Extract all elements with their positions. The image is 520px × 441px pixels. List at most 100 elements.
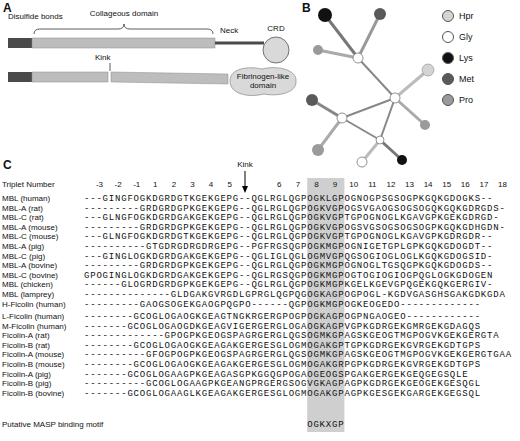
sequence-text: --------GCOGLOGAOGKGEAGAKGERGESGLOGMOGAK… — [84, 360, 481, 370]
sequence-text: --------GCOGLOGAOGKGEAGTNGKRGERGPOGPOGKA… — [84, 312, 481, 322]
neck-line — [215, 42, 264, 45]
backbone-line — [342, 98, 395, 118]
sequence-name: MBL-A (pig) — [2, 242, 44, 252]
triplet-number: -2 — [115, 180, 122, 190]
side-chain — [318, 118, 342, 150]
triplet-number: 7 — [296, 180, 300, 190]
triplet-number: 11 — [368, 180, 376, 190]
crd-circle — [263, 37, 289, 63]
sequence-text: --------GCOGLOGAOGKGEAGAKGERGESGLOGMOGAK… — [84, 341, 481, 351]
triplet-number: 9 — [333, 180, 337, 190]
sequence-text: ----------GTGDRGDRGDRGEPG--PGFRGSQGPOGKM… — [84, 242, 493, 252]
gly-residue — [390, 93, 400, 103]
sequence-text: ----------GCOGLOGAAGPKGEANGPRGERGSOGVGKA… — [84, 379, 481, 389]
collagen-bar — [111, 72, 228, 84]
sequence-name: MBL-C (mouse) — [2, 232, 58, 242]
gly-residue — [353, 53, 363, 63]
axis-label: Triplet Number — [2, 180, 55, 190]
pro-residue — [313, 45, 323, 55]
triplet-number: 1 — [153, 180, 157, 190]
sequence-name: Ficolin-B (rat) — [2, 341, 50, 351]
side-chain — [358, 14, 380, 58]
sequence-text: ---GLNGFOGKDGRDGTKGEKGEPG--QGLRGLQGPOGKV… — [84, 232, 493, 242]
part-label: Collageous domain — [90, 9, 159, 19]
gly-residue — [376, 136, 384, 144]
sequence-text: ---------GAOGSOGEKGAOGPQGPO------QGPOGKM… — [84, 300, 481, 310]
fibrinogen-domain: Fibrinogen-like domain — [226, 64, 300, 98]
pro-residue — [420, 120, 430, 130]
sequence-name: MBL-C (pig) — [2, 252, 45, 262]
lys-residue — [318, 8, 332, 22]
triplet-number: 16 — [461, 180, 470, 190]
sequence-name: MBL (chicken) — [2, 280, 53, 290]
backbone-line — [358, 58, 395, 98]
sequence-text: ---------GRDGRDGPKGEKGEPG--QGLRGLQGPOGKV… — [84, 223, 506, 233]
sequence-name: MBL (human) — [2, 194, 50, 204]
sequence-name: Ficolin-A (mouse) — [2, 350, 64, 360]
legend-swatch — [442, 73, 454, 85]
sequence-name: Ficolin-A (rat) — [2, 331, 50, 341]
legend-text: Lys — [459, 53, 473, 64]
panel-letter: B — [302, 1, 311, 15]
sequence-name: MBL (lamprey) — [2, 290, 54, 300]
sequence-text: ------GLOGRDGRDGPKGEKGEPG--QGLRGLQGPOGKM… — [84, 280, 493, 290]
sequence-text: ---------GRDGRDGPKGEKGEPG--QGLRGLQGPOGKV… — [84, 204, 506, 214]
panel-letter: C — [3, 158, 12, 172]
legend-swatch — [442, 94, 454, 106]
sequence-name: M-Ficolin (human) — [2, 322, 66, 332]
backbone-line — [342, 118, 380, 140]
disulfide-bar — [8, 38, 32, 48]
triplet-number: 17 — [479, 180, 488, 190]
legend-swatch — [442, 52, 454, 64]
sequence-name: Ficolin-B (mouse) — [2, 360, 65, 370]
node-outline — [262, 36, 290, 64]
sequence-text: -------GCOGLOGAOGDKGEAGVIGERGERGLOGAOGKA… — [84, 322, 481, 332]
kink-leader — [110, 63, 111, 71]
met-residue — [374, 8, 386, 20]
sequence-name: MBL-C (bovine) — [2, 271, 58, 281]
disulfide-bar — [8, 72, 32, 82]
triplet-number: 18 — [498, 180, 507, 190]
sequence-name: MBL-A (bovine) — [2, 261, 57, 271]
backbone-line — [380, 98, 395, 140]
triplet-number: 14 — [424, 180, 433, 190]
sequence-text: -------GCOGLOGAAGPKGEAGASGPKGGQGPOGAOGEO… — [84, 370, 468, 380]
node-label: Fibrinogen-like domain — [234, 72, 292, 90]
sequence-name: MBL-A (mouse) — [2, 223, 58, 233]
sequence-name: MBL-A (rat) — [2, 204, 43, 214]
sequence-text: ----------GFOGPOGPKGEOGSPAGRGERGLQGSOGMK… — [84, 350, 512, 360]
sequence-text: --------------GLDGAKGVRGDLGPRGLQGPQGOGKA… — [84, 290, 506, 300]
motif-name: Putative MASP binding motif — [2, 420, 103, 430]
node-label: CRD — [256, 24, 296, 33]
legend-text: Pro — [459, 95, 473, 106]
sequence-name: Ficolin-B (pig) — [2, 379, 51, 389]
sequence-text: GPOGINGLOGKDGRDGAKGEKGEPG--QGLRGSQGPOGKM… — [84, 271, 493, 281]
triplet-number: 6 — [277, 180, 281, 190]
gly-residue — [337, 113, 347, 123]
sequence-text: ---GINGFOGKDGRDGTKGEKGEPG--QGLRGLQGPOGKL… — [84, 194, 493, 204]
sequence-text: ---GLNGFOGKDGRDGAKGEKGEPG--QGLRGLQGPOGKV… — [84, 213, 499, 223]
domain-brace — [34, 24, 213, 34]
kink-label: Kink — [237, 160, 253, 170]
helix-model — [306, 8, 434, 167]
sequence-text: ---GINGLOGKDGRDGAKGEKGEPG--QGLIGLQGLOGMV… — [84, 252, 493, 262]
sequence-name: H-Ficolin (human) — [2, 300, 66, 310]
triplet-number: 15 — [442, 180, 451, 190]
sequence-name: L-Ficolin (human) — [2, 312, 64, 322]
sequence-text: ---------GRDGRDGPKGEKGEPG--QGLRGLQGPOGKM… — [84, 261, 493, 271]
triplet-number: 5 — [227, 180, 231, 190]
part-label: Disulfide bonds — [8, 12, 63, 22]
sequence-text: -------------GPOGPKGEOGSPAGRGERGLQGSOGMK… — [84, 331, 499, 341]
triplet-number: 2 — [172, 180, 176, 190]
side-chain — [395, 98, 425, 125]
legend-text: Hpr — [459, 11, 474, 22]
triplet-number: -3 — [96, 180, 103, 190]
triplet-number: -1 — [133, 180, 140, 190]
motif-sequence: OGKXGP — [307, 420, 344, 430]
collagen-bar — [32, 38, 215, 48]
triplet-number: 10 — [349, 180, 358, 190]
lys-residue — [397, 155, 407, 165]
collagen-bar — [32, 72, 108, 82]
legend-swatch — [442, 31, 454, 43]
